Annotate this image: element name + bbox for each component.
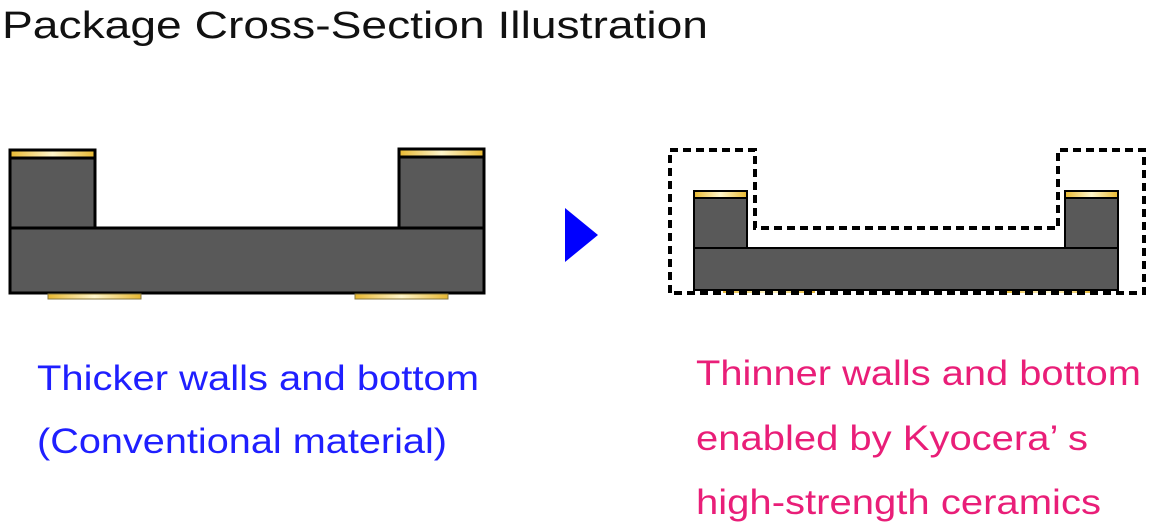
right-top-metallization	[397, 147, 486, 159]
right-bottom-pad	[354, 293, 449, 300]
right-caption-line2: enabled by Kyocera’ s	[696, 419, 1088, 458]
left-caption-line2: (Conventional material)	[37, 422, 447, 461]
base	[8, 226, 486, 295]
arrow-right-icon	[565, 208, 598, 262]
left-wall	[8, 155, 97, 230]
right-wall	[397, 155, 486, 230]
page-title: Package Cross-Section Illustration	[2, 5, 708, 47]
left-top-metallization	[8, 148, 97, 160]
thin-package	[693, 190, 1119, 293]
right-top-metallization	[1064, 190, 1119, 199]
left-caption-line1: Thicker walls and bottom	[37, 359, 479, 398]
conventional-outline-dashed	[668, 148, 1146, 295]
conventional-package	[8, 147, 486, 300]
left-top-metallization	[693, 190, 748, 199]
right-caption-line3: high-strength ceramics	[696, 483, 1101, 522]
left-wall	[693, 197, 748, 249]
base	[693, 247, 1119, 291]
right-caption-line1: Thinner walls and bottom	[696, 354, 1141, 393]
left-bottom-pad	[47, 293, 142, 300]
right-wall	[1064, 197, 1119, 249]
